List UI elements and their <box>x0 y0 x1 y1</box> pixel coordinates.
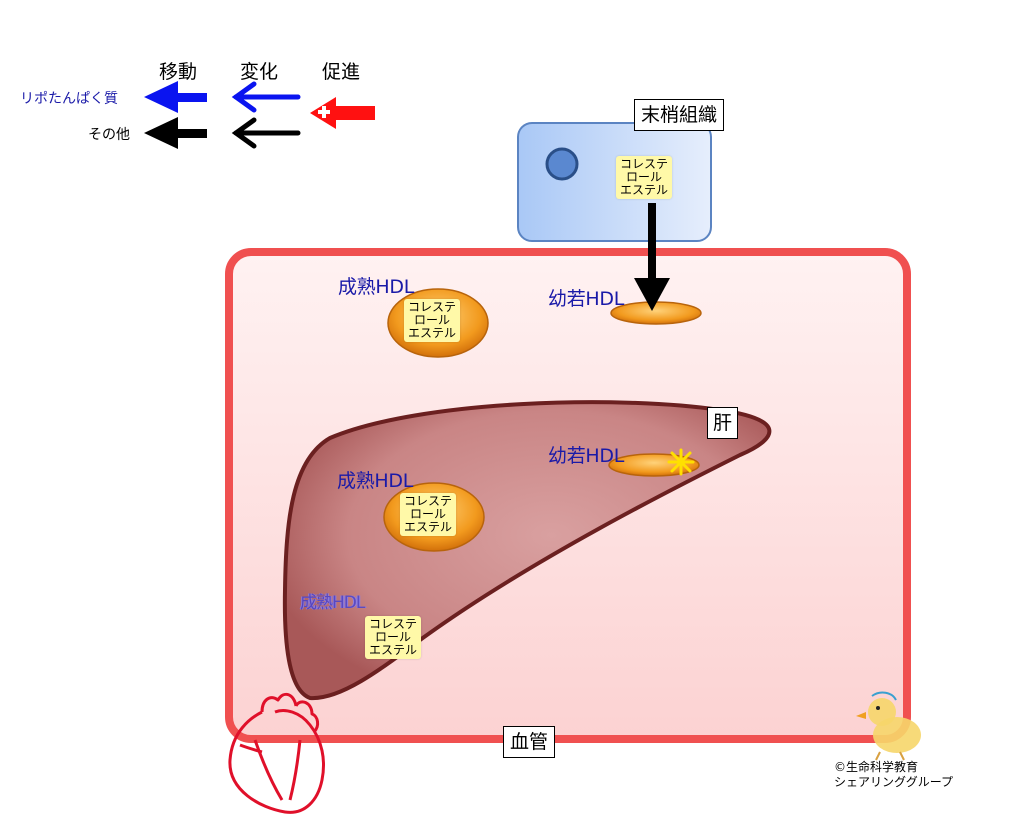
ce-line3: エステル <box>369 643 418 657</box>
cholesterol-transfer-arrow <box>634 203 670 311</box>
immature-hdl-liver-label: 幼若HDL <box>548 445 625 467</box>
chick-mascot-icon <box>856 691 921 761</box>
ce-line2: ロール <box>410 507 447 521</box>
ce-line3: エステル <box>620 183 669 197</box>
blood-vessel-label: 血管 <box>503 726 556 758</box>
legend-row-lipoprotein: リポたんぱく質 <box>20 91 118 107</box>
ce-line2: ロール <box>414 313 451 327</box>
ce-line1: コレステ <box>404 494 453 508</box>
immature-hdl-vessel-particle <box>610 301 702 325</box>
cholesterol-ester-cell: コレステ ロール エステル <box>616 156 673 199</box>
peripheral-tissue-label: 末梢組織 <box>634 99 725 131</box>
liver-label: 肝 <box>707 407 739 439</box>
legend-change-lipoprotein-arrow <box>231 81 301 113</box>
mature-hdl-vessel-label: 成熟HDL <box>338 276 415 298</box>
legend-header-move: 移動 <box>159 61 198 83</box>
peripheral-cell <box>517 122 712 242</box>
cell-nucleus <box>545 147 579 181</box>
immature-hdl-vessel-label: 幼若HDL <box>548 288 625 310</box>
mature-hdl-liver-label: 成熟HDL <box>337 470 414 492</box>
ce-line3: エステル <box>408 326 457 340</box>
cholesterol-ester-free: コレステ ロール エステル <box>365 616 422 659</box>
mature-hdl-fading-label: 成熟HDL <box>300 593 365 613</box>
legend-promote-arrow <box>310 97 375 129</box>
legend-change-other-arrow <box>231 117 301 149</box>
copyright-text: ©生命科学教育 シェアリンググループ <box>834 760 953 790</box>
ce-line1: コレステ <box>369 617 418 631</box>
copyright-line2: シェアリンググループ <box>834 775 954 789</box>
ce-line1: コレステ <box>620 157 669 171</box>
copyright-line1: ©生命科学教育 <box>834 760 919 774</box>
legend-row-other: その他 <box>88 127 130 143</box>
cholesterol-ester-mature-liver: コレステ ロール エステル <box>400 493 457 536</box>
cholesterol-ester-mature-vessel: コレステ ロール エステル <box>404 299 461 342</box>
ce-line1: コレステ <box>408 300 457 314</box>
ce-line2: ロール <box>626 170 663 184</box>
legend-header-promote: 促進 <box>322 61 361 83</box>
legend-header-change: 変化 <box>240 61 279 83</box>
legend-move-lipoprotein-arrow <box>144 81 207 113</box>
ce-line3: エステル <box>404 520 453 534</box>
heart-icon <box>228 692 325 814</box>
legend-move-other-arrow <box>144 117 207 149</box>
ce-line2: ロール <box>375 630 412 644</box>
change-star-icon <box>667 448 695 476</box>
